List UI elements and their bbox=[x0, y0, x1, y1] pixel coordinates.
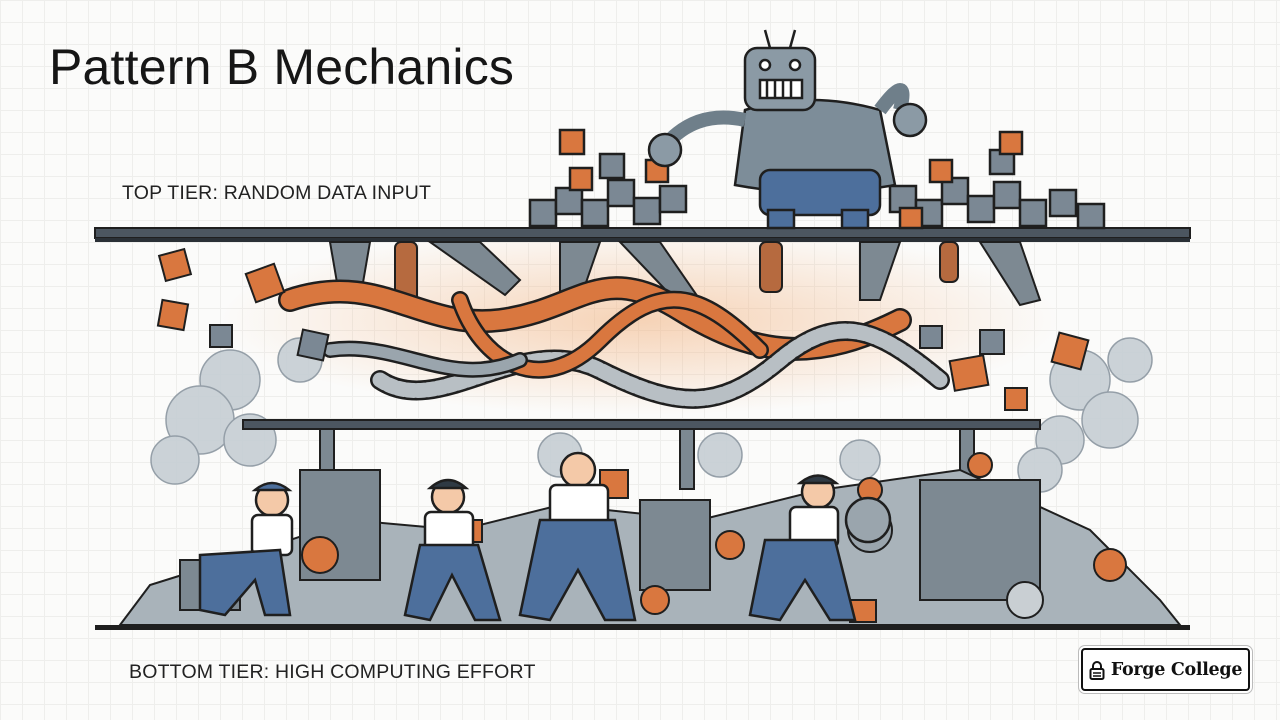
logo-text: Forge College bbox=[1110, 659, 1243, 680]
worker-4 bbox=[748, 474, 892, 622]
bottom-tier-label: BOTTOM TIER: HIGH COMPUTING EFFORT bbox=[129, 661, 536, 683]
lock-icon bbox=[1089, 660, 1105, 680]
worker-2 bbox=[403, 478, 502, 622]
workers bbox=[198, 451, 892, 622]
floor-line bbox=[95, 625, 1190, 630]
worker-3 bbox=[518, 451, 637, 622]
worker-1 bbox=[198, 481, 294, 617]
factory-illustration bbox=[94, 29, 1191, 630]
top-tier-label: TOP TIER: RANDOM DATA INPUT bbox=[122, 182, 432, 204]
flying-blocks bbox=[156, 247, 1090, 411]
forge-college-logo: Forge College bbox=[1081, 648, 1250, 691]
robot bbox=[528, 29, 1106, 230]
slide-title: Pattern B Mechanics bbox=[49, 39, 515, 95]
pipe-tangle bbox=[278, 276, 950, 409]
